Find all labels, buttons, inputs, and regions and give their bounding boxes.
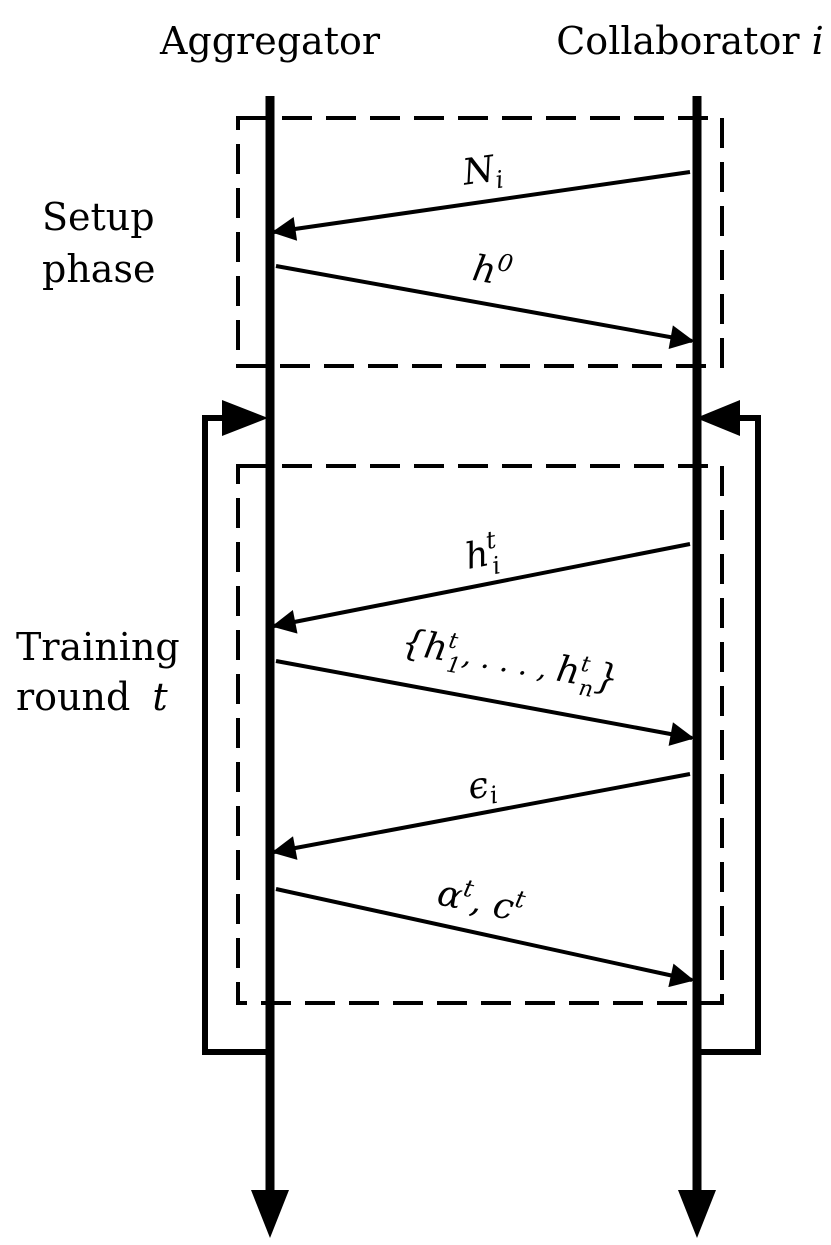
collaborator-index: i <box>812 19 824 63</box>
label-h-set: {ht1, . . . , htn} <box>397 620 622 706</box>
aggregator-lifeline-arrowhead <box>251 1190 289 1238</box>
setup-phase-box <box>236 116 724 368</box>
message-arrow-h-set <box>275 659 695 746</box>
message-arrow-eps-i <box>271 772 691 860</box>
collaborator-loop-arrow <box>696 400 761 1055</box>
training-round-box <box>236 464 724 1005</box>
label-h0: h0 <box>469 244 515 295</box>
collaborator-lifeline-arrowhead <box>678 1190 716 1238</box>
label-eps-i: ϵi <box>465 763 500 813</box>
label-h-i-t: hti <box>461 525 504 584</box>
label-n-i: Ni <box>459 148 505 199</box>
collaborator-lifeline <box>678 96 716 1238</box>
message-arrow-h-i-t <box>271 542 691 634</box>
collaborator-title-word: Collaborator <box>556 19 800 63</box>
aggregator-loop-arrow <box>202 400 268 1055</box>
training-round-label-line1: Training <box>16 625 180 669</box>
training-round-label-line2: round t <box>16 675 168 719</box>
collaborator-title: Collaborator i <box>556 19 824 63</box>
message-arrow-h0 <box>275 264 695 349</box>
aggregator-title: Aggregator <box>159 19 381 63</box>
aggregator-lifeline <box>251 96 289 1238</box>
setup-phase-label-line1: Setup <box>42 195 155 239</box>
setup-phase-label-line2: phase <box>42 247 155 291</box>
message-arrow-alpha-c <box>275 887 695 988</box>
label-alpha-c: αt, ct <box>434 869 528 931</box>
message-arrow-n-i <box>271 170 691 241</box>
